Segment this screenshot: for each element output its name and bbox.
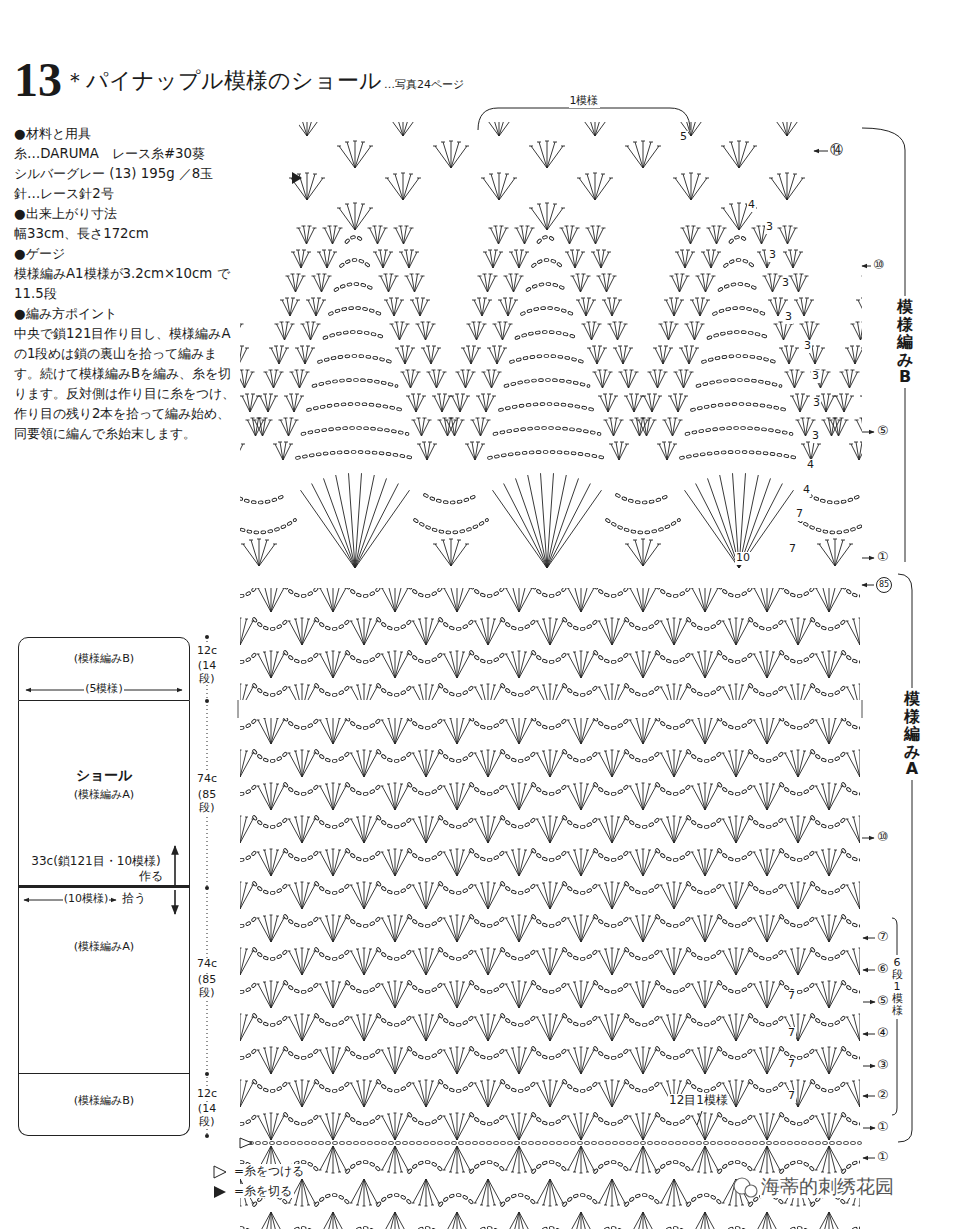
fan-pattern <box>240 718 860 1140</box>
repeat-label: 1模様 <box>569 95 600 108</box>
band-label: (模様編みB) <box>19 1094 189 1108</box>
fan-pattern <box>240 588 860 700</box>
row-number: ④ <box>877 1026 889 1041</box>
cut-yarn-mark <box>292 172 302 184</box>
stitch-count: 3 <box>812 397 821 410</box>
dimension-label: 74c <box>196 958 218 971</box>
stitch-count: 7 <box>787 1027 796 1040</box>
note-text: ●材料と用具 <box>14 124 242 144</box>
dimension-label: (14段) <box>197 660 217 685</box>
row-number: ③ <box>877 1058 889 1073</box>
stitch-count: 7 <box>787 1058 796 1071</box>
section-label: 6段1模様 <box>891 955 904 1019</box>
section-label: 模様編みB <box>896 296 914 388</box>
band-title: ショール <box>19 767 189 784</box>
page-reference: …写真24ページ <box>384 79 464 92</box>
row-number: ⑦ <box>877 930 889 945</box>
dimension-label: (85段) <box>197 789 217 814</box>
row-number: ① <box>877 550 889 565</box>
stitch-count: 3 <box>811 430 820 443</box>
foundation-chain <box>250 1142 860 1144</box>
stitch-count: 10 <box>735 552 751 565</box>
schematic-label: (5模様) <box>84 683 124 696</box>
row-arrow <box>814 151 875 1158</box>
stitch-count: 7 <box>787 990 796 1003</box>
stitch-count: 4 <box>802 484 811 497</box>
dimension-label: 12c <box>196 1088 218 1101</box>
note-text: 幅33cm、長さ172cm <box>14 224 242 244</box>
legend-symbol <box>214 1186 226 1198</box>
note-text: 中央で鎖121目作り目し、模様編みAの1段めは鎖の裏山を拾って編みます。続けて模… <box>14 324 242 444</box>
dimension-label: 12c <box>196 645 218 658</box>
join-yarn-mark <box>240 1138 252 1148</box>
note-text: ●編み方ポイント <box>14 304 242 324</box>
note-text: 糸…DARUMA レース糸#30葵 <box>14 144 242 164</box>
stitch-count: 3 <box>765 221 774 234</box>
stitch-count: 3 <box>803 340 812 353</box>
dimension-label: 74c <box>196 773 218 786</box>
stitch-count: 4 <box>747 199 756 212</box>
schematic-label: 作る <box>139 870 163 884</box>
legend-text: =糸をつける <box>232 1164 306 1178</box>
schematic-arrow <box>24 690 182 914</box>
row-number: ⑩ <box>877 830 889 845</box>
dimension-label: (85段) <box>197 974 217 999</box>
stitch-count: 4 <box>806 459 815 472</box>
row-number: ⑩ <box>873 258 885 273</box>
notes-column: ●材料と用具糸…DARUMA レース糸#30葵シルバーグレー (13) 195g… <box>14 124 242 444</box>
foundation-chain <box>250 1141 860 1145</box>
bracket <box>478 108 912 1142</box>
pattern-band: (模様編みA) <box>18 888 190 1074</box>
break-mark <box>238 700 862 718</box>
stitch-count: 3 <box>811 370 820 383</box>
watermark-icon <box>734 1178 757 1197</box>
dimension-label: (14段) <box>197 1103 217 1128</box>
row-number: ⑥ <box>877 962 889 977</box>
dimension-dot <box>205 635 209 1138</box>
row-number: ⑤ <box>877 994 889 1009</box>
row-number: ② <box>877 1088 889 1103</box>
row-number: ⑭ <box>830 143 843 158</box>
stitch-count: 7 <box>788 543 797 556</box>
row-number: ⑤ <box>877 424 889 439</box>
stitch-count: 3 <box>781 277 790 290</box>
figure-number: 13 <box>14 52 62 107</box>
legend-symbol <box>214 1166 226 1178</box>
legend-text: =糸を切る <box>232 1184 294 1198</box>
stitch-count: 3 <box>784 311 793 324</box>
repeat-label: 12目1模様 <box>668 1094 729 1108</box>
watermark: 海蒂的刺绣花园 <box>760 1176 895 1198</box>
row-number: 85 <box>876 577 892 593</box>
title-text: ＊パイナップル模様のショール <box>64 68 382 94</box>
row-number: ① <box>877 1120 889 1135</box>
schematic-label: 拾う <box>121 892 147 906</box>
pattern-band: (模様編みB) <box>18 1074 190 1136</box>
schematic-label: 33c(鎖121目・10模様) <box>31 855 160 869</box>
schematic-label: (10模様) <box>63 893 110 906</box>
note-text: ●ゲージ <box>14 244 242 264</box>
stitch-count: 7 <box>795 508 804 521</box>
section-label: 模様編みA <box>903 688 921 780</box>
stitch-count: 3 <box>768 249 777 262</box>
note-text: 針…レース針2号 <box>14 184 242 204</box>
note-text: 模様編みA1模様が3.2cm×10cm で11.5段 <box>14 264 242 304</box>
note-text: シルバーグレー (13) 195g ／8玉 <box>14 164 242 184</box>
stitch-count: 7 <box>787 1090 796 1103</box>
stitch-count: 5 <box>679 131 688 144</box>
note-text: ●出来上がり寸法 <box>14 204 242 224</box>
band-label: (模様編みB) <box>19 652 189 666</box>
band-label: (模様編みA) <box>19 788 189 802</box>
band-label: (模様編みA) <box>19 940 189 954</box>
row-number: ① <box>877 1150 889 1165</box>
